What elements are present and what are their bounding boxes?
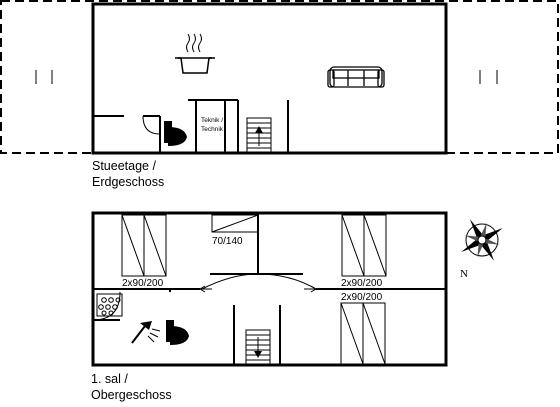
kitchen-pot-icon <box>175 33 215 74</box>
upper-floor-label-line2: Obergeschoss <box>91 388 172 402</box>
ground-floor-plan <box>0 0 559 155</box>
compass-rose-icon <box>461 219 503 261</box>
stairs-up-icon <box>246 117 272 154</box>
compass-north-label: N <box>460 268 468 280</box>
upper-floor-caption: 1. sal / Obergeschoss <box>91 371 172 403</box>
ground-floor-label-line2: Erdgeschoss <box>92 175 165 189</box>
bed-left-twin-icon <box>121 214 167 277</box>
bed-right-bottom-twin-icon <box>340 302 386 365</box>
sofa-icon <box>327 66 385 88</box>
upper-floor-plan <box>91 211 448 367</box>
hallway-arc-left <box>201 273 259 290</box>
bed-label-right-top: 2x90/200 <box>341 278 383 289</box>
upper-toilet-icon <box>166 320 189 345</box>
bed-label-small: 70/140 <box>212 236 243 247</box>
shower-icon <box>131 321 161 344</box>
bed-label-right-bottom: 2x90/200 <box>341 292 383 303</box>
ground-floor-label-line1: Stueetage / <box>92 159 156 173</box>
toilet-icon <box>164 121 187 146</box>
tech-room-label-line2: Technik <box>201 126 224 133</box>
hallway-arc-right <box>257 273 317 290</box>
upper-floor-label-line1: 1. sal / <box>91 372 128 386</box>
terrace-mark-right <box>479 70 498 84</box>
bed-right-top-twin-icon <box>341 214 387 277</box>
ground-floor-interior-walls <box>93 99 289 153</box>
ground-floor-walls <box>91 2 448 155</box>
door-arrow-right <box>304 285 317 293</box>
tech-room-label-line1: Teknik / <box>201 117 223 124</box>
stairs-down-icon <box>245 329 271 366</box>
terrace-mark-left <box>35 70 53 84</box>
bed-small-icon <box>211 214 259 233</box>
toilet-door-swing <box>142 115 161 135</box>
bed-label-left: 2x90/200 <box>122 278 164 289</box>
door-arrow-left <box>199 285 212 293</box>
ground-floor-caption: Stueetage / Erdgeschoss <box>92 158 164 190</box>
jacuzzi-icon <box>96 293 123 317</box>
